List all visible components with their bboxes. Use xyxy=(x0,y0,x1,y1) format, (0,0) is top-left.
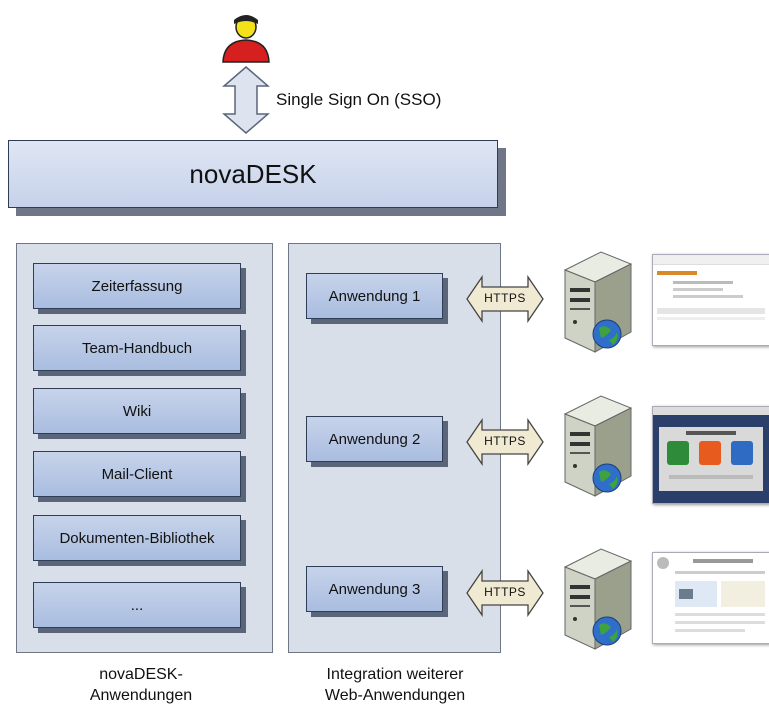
sso-label: Single Sign On (SSO) xyxy=(276,90,442,109)
user-icon xyxy=(222,15,270,63)
https-label: HTTPS xyxy=(484,585,526,599)
https-arrow: HTTPS xyxy=(466,275,544,323)
left-app-item: Dokumenten-Bibliothek xyxy=(33,515,241,561)
middle-caption-line2: Web-Anwendungen xyxy=(324,687,466,704)
left-panel-caption: novaDESK- Anwendungen xyxy=(36,664,246,706)
https-arrow: HTTPS xyxy=(466,569,544,617)
https-label: HTTPS xyxy=(484,291,526,305)
left-app-item: ... xyxy=(33,582,241,628)
web-app-label: Anwendung 2 xyxy=(328,430,421,448)
globe-icon xyxy=(592,463,622,493)
left-app-label: Team-Handbuch xyxy=(81,339,193,357)
middle-caption-line1: Integration weiterer xyxy=(326,666,464,683)
web-app-label: Anwendung 1 xyxy=(328,287,421,305)
left-app-label: ... xyxy=(130,596,144,614)
https-label: HTTPS xyxy=(484,434,526,448)
web-app-box: Anwendung 2 xyxy=(306,416,443,462)
web-app-thumbnail xyxy=(652,406,769,504)
web-app-box: Anwendung 3 xyxy=(306,566,443,612)
web-app-label: Anwendung 3 xyxy=(328,580,421,598)
sso-double-arrow xyxy=(221,66,271,134)
left-caption-line2: Anwendungen xyxy=(89,687,193,704)
web-app-thumbnail xyxy=(652,254,769,346)
left-app-item: Team-Handbuch xyxy=(33,325,241,371)
server-icon xyxy=(563,395,633,497)
server-icon xyxy=(563,251,633,353)
left-app-item: Wiki xyxy=(33,388,241,434)
left-caption-line1: novaDESK- xyxy=(99,666,183,683)
web-app-box: Anwendung 1 xyxy=(306,273,443,319)
web-app-thumbnail xyxy=(652,552,769,644)
middle-panel-caption: Integration weiterer Web-Anwendungen xyxy=(280,664,510,706)
left-app-label: Wiki xyxy=(122,402,152,420)
left-app-label: Dokumenten-Bibliothek xyxy=(59,529,215,547)
globe-icon xyxy=(592,319,622,349)
portal-title: novaDESK xyxy=(189,158,317,189)
left-app-label: Zeiterfassung xyxy=(91,277,183,295)
https-arrow: HTTPS xyxy=(466,418,544,466)
left-app-label: Mail-Client xyxy=(101,465,173,483)
globe-icon xyxy=(592,616,622,646)
portal-bar: novaDESK xyxy=(8,140,498,208)
left-app-item: Mail-Client xyxy=(33,451,241,497)
server-icon xyxy=(563,548,633,650)
left-app-item: Zeiterfassung xyxy=(33,263,241,309)
